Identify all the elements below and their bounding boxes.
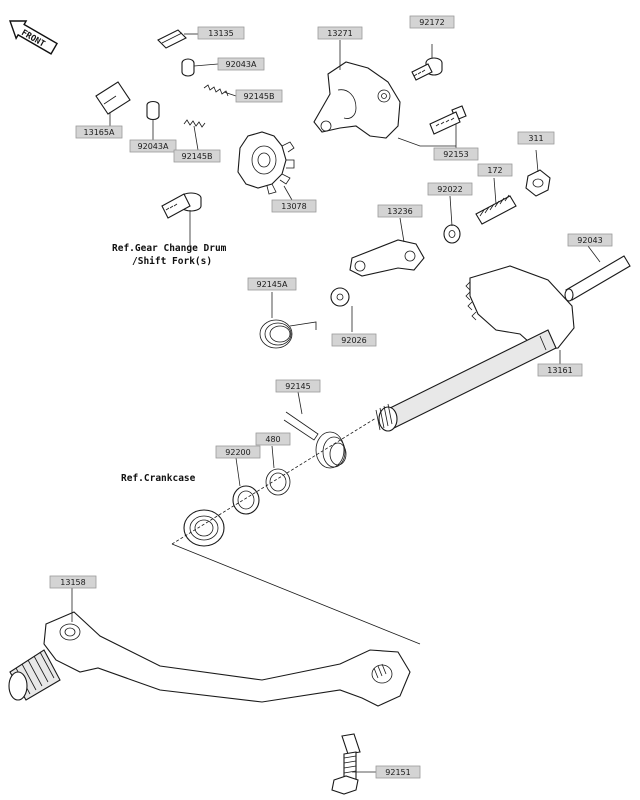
label-92145a-text: 92145A [257,280,288,289]
part-92172-screw [411,57,443,81]
part-92043a-top-pin [181,58,195,77]
part-13271-plate [313,61,401,139]
label-13271[interactable]: 13271 [317,26,363,40]
label-172[interactable]: 172 [477,163,513,177]
part-13078-gear [237,131,295,195]
label-13271-text: 13271 [327,29,352,38]
label-92151-text: 92151 [385,768,410,777]
label-311-text: 311 [528,134,543,143]
label-13158[interactable]: 13158 [49,575,97,589]
part-92026-washer [330,287,350,307]
label-480-text: 480 [265,435,280,444]
label-13135[interactable]: 13135 [197,26,245,40]
part-172-stud [475,194,517,225]
part-92022-washer [443,224,461,244]
part-13236-lever [349,239,425,277]
part-92043-pin [564,255,631,302]
label-13078-text: 13078 [281,202,306,211]
label-13165a[interactable]: 13165A [75,125,123,139]
label-92172[interactable]: 92172 [409,15,455,29]
label-13161-text: 13161 [547,366,572,375]
label-92200-text: 92200 [225,448,250,457]
label-480[interactable]: 480 [255,432,291,446]
label-92043[interactable]: 92043 [567,233,613,247]
label-92145b-mid-text: 92145B [182,152,213,161]
label-92022-text: 92022 [437,185,462,194]
label-92153[interactable]: 92153 [433,147,479,161]
part-13135-pin [157,29,187,49]
label-92043a-top[interactable]: 92043A [217,57,265,71]
label-92153-text: 92153 [443,150,468,159]
part-92145b-mid-spring [183,119,206,128]
label-92043a-top-text: 92043A [226,60,257,69]
label-13158-text: 13158 [60,578,85,587]
label-92145a[interactable]: 92145A [247,277,297,291]
ref-crankcase: Ref.Crankcase [121,473,196,484]
label-13135-text: 13135 [208,29,233,38]
label-92145b-top-text: 92145B [244,92,275,101]
part-92151-bolt [331,733,361,795]
part-311-nut [525,169,551,197]
label-92151[interactable]: 92151 [375,765,421,779]
part-92153-bolt [429,105,467,135]
label-172-text: 172 [487,166,502,175]
label-92172-text: 92172 [419,18,444,27]
label-92145-text: 92145 [285,382,310,391]
label-92026-text: 92026 [341,336,366,345]
label-92022[interactable]: 92022 [427,182,473,196]
label-13236[interactable]: 13236 [377,204,423,218]
front-arrow-icon: FRONT [9,20,58,55]
assembly-line-2 [171,543,421,645]
label-311[interactable]: 311 [517,131,555,145]
label-92145[interactable]: 92145 [275,379,321,393]
part-92043a-mid-pin [146,100,160,121]
label-13236-text: 13236 [387,207,412,216]
label-92200[interactable]: 92200 [215,445,261,459]
part-92145b-top-spring [203,84,229,97]
ref-gear-change-drum: Ref.Gear Change Drum [112,243,227,254]
leader-lines [71,33,601,773]
label-92026[interactable]: 92026 [331,333,377,347]
label-92043a-mid-text: 92043A [138,142,169,151]
part-gear-drum-pin [161,192,202,219]
part-92145a-spring [259,319,317,349]
part-13165a-block [95,81,131,115]
part-480-circlip [265,468,291,496]
label-92043-text: 92043 [577,236,602,245]
part-13158-shift-pedal [8,611,411,707]
part-oil-seal [183,509,225,547]
part-92145-spring [283,411,347,469]
label-13078[interactable]: 13078 [271,199,317,213]
label-13161[interactable]: 13161 [537,363,583,377]
part-13161-shift-shaft [375,265,575,432]
label-92145b-mid[interactable]: 92145B [173,149,221,163]
ref-shift-forks: /Shift Fork(s) [132,256,212,267]
label-13165a-text: 13165A [84,128,115,137]
label-92043a-mid[interactable]: 92043A [129,139,177,153]
part-92200-washer [232,485,260,515]
label-92145b-top[interactable]: 92145B [235,89,283,103]
